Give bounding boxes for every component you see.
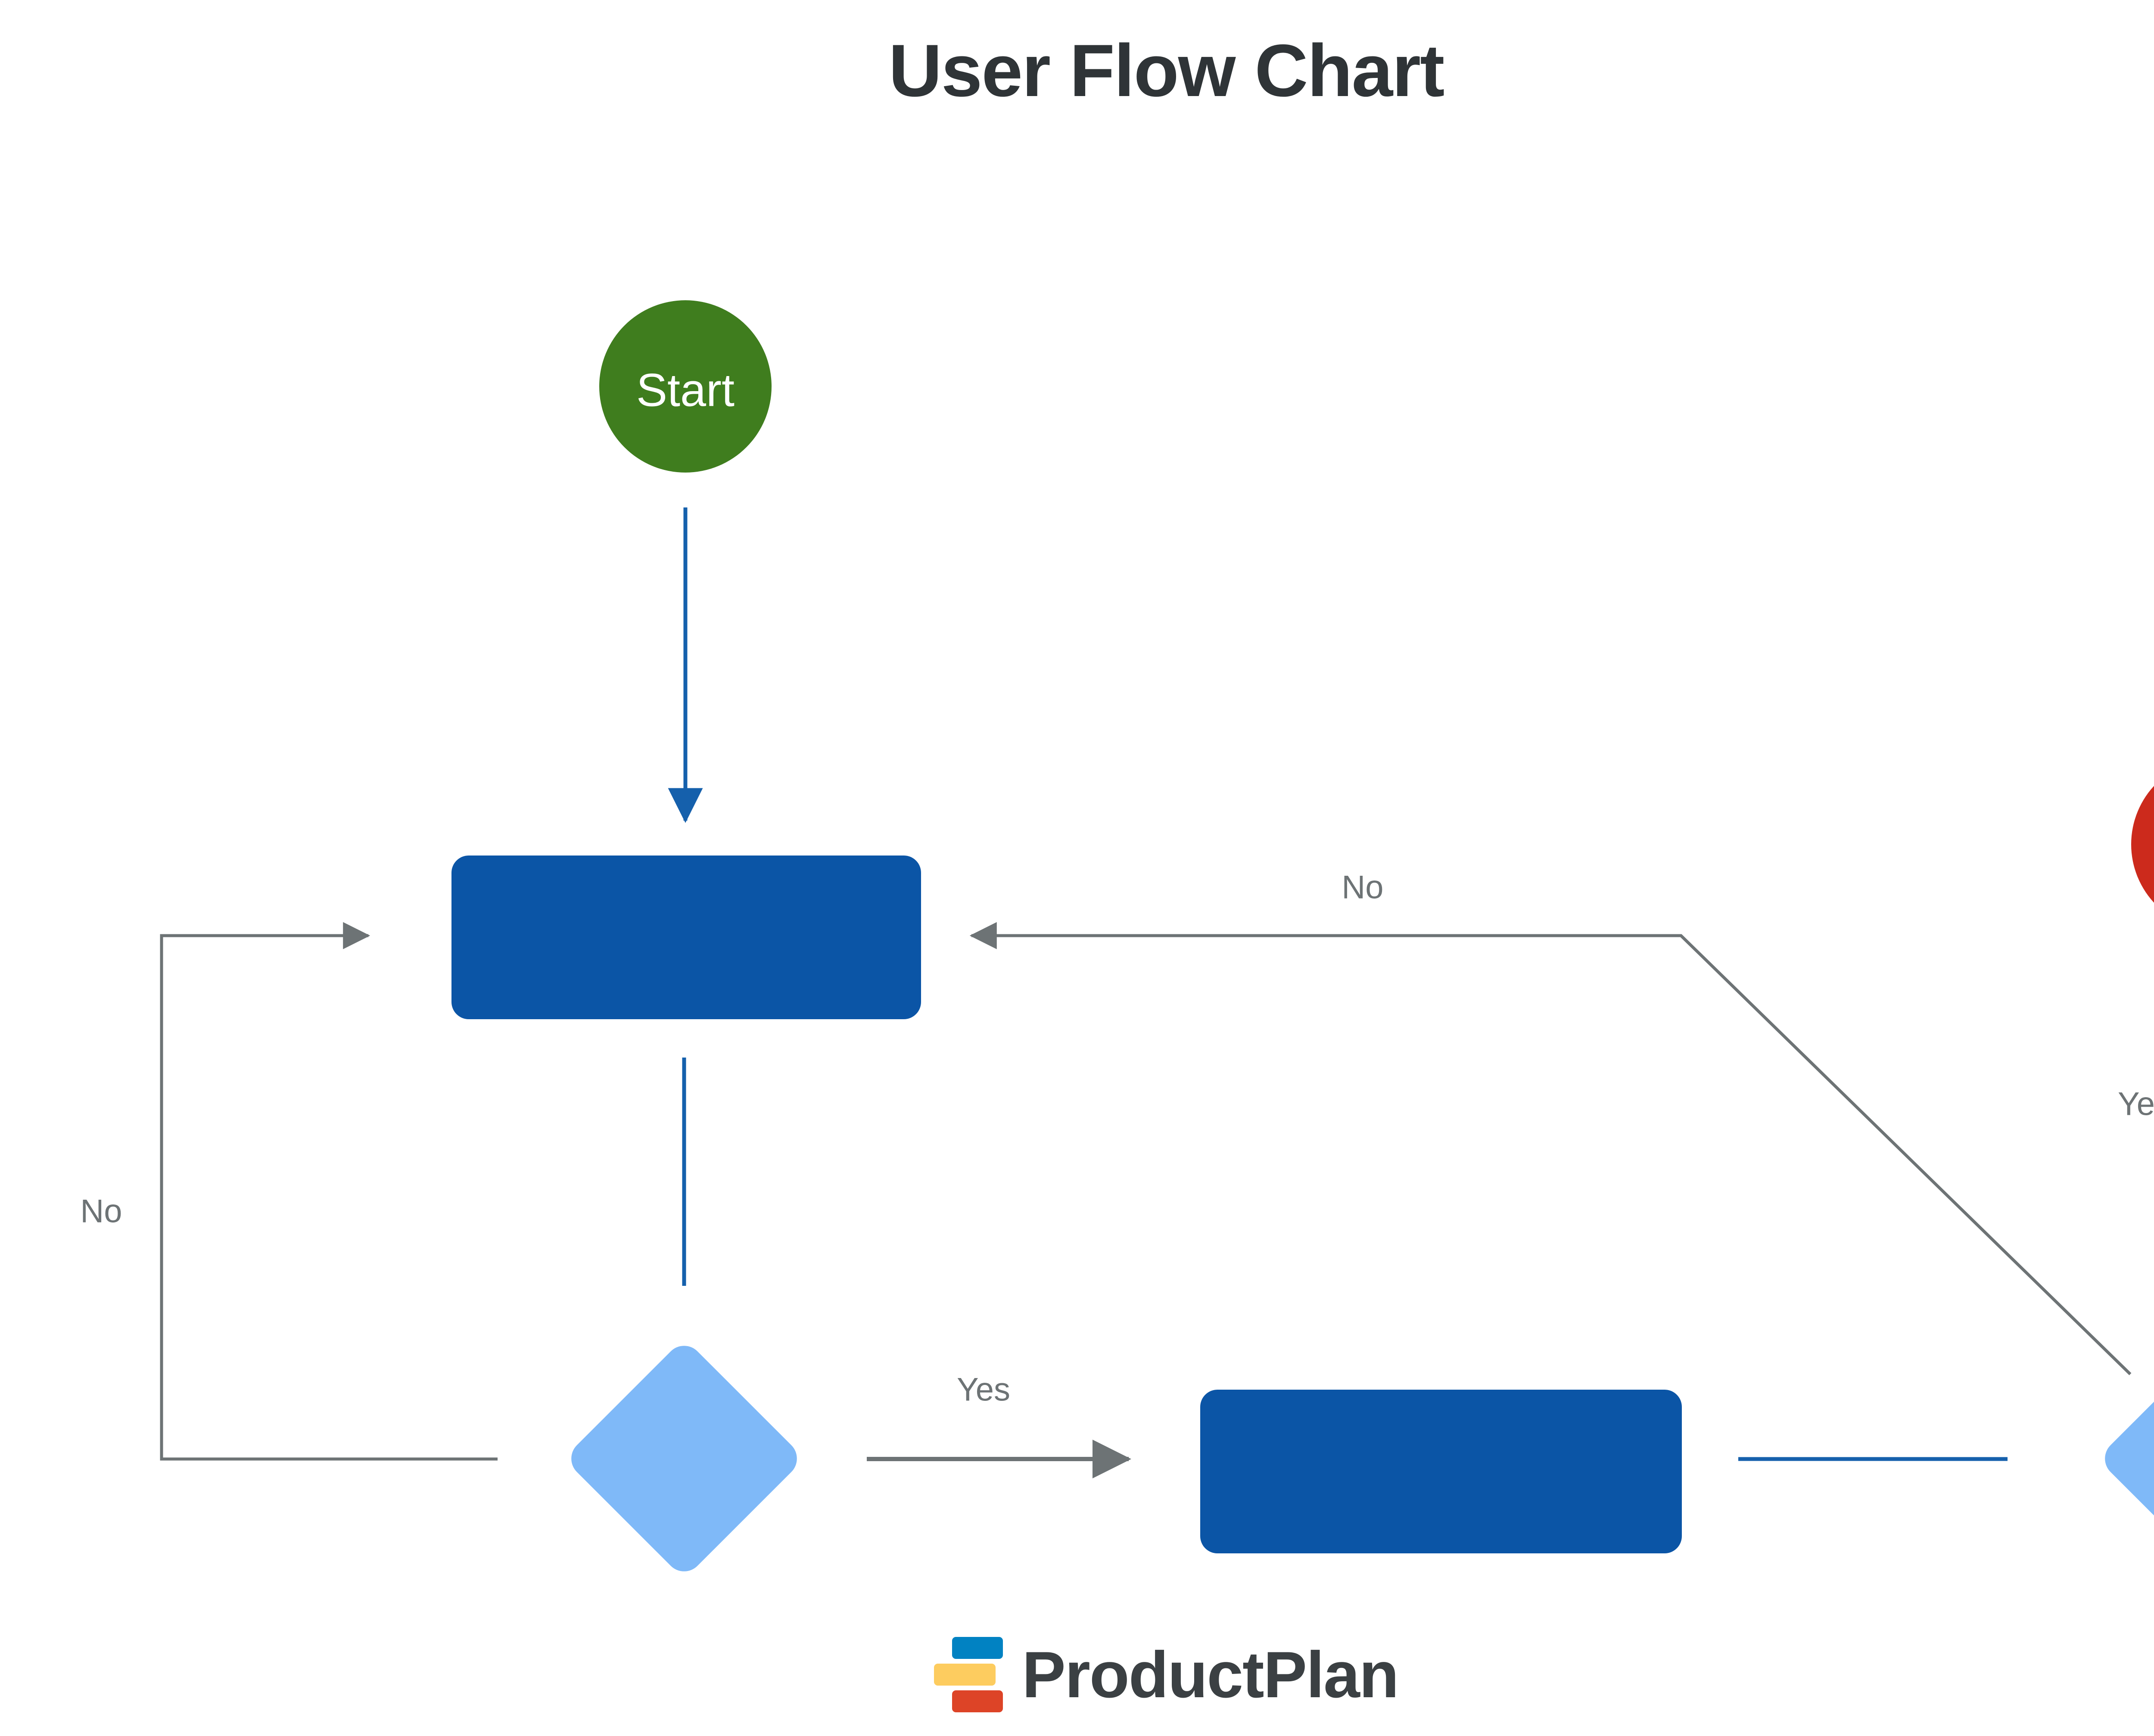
- logo-blue-bar-icon: [952, 1637, 1003, 1659]
- edge-label-no-left: No: [80, 1193, 122, 1230]
- productplan-logo: ProductPlan: [0, 1637, 2154, 1712]
- node-decision-1[interactable]: [563, 1338, 805, 1579]
- node-decision-2[interactable]: [2097, 1338, 2154, 1579]
- node-start-label: Start: [636, 364, 735, 416]
- node-end[interactable]: [2131, 758, 2154, 930]
- productplan-logo-mark: [934, 1637, 1003, 1712]
- edge-label-yes-middle: Yes: [957, 1372, 1010, 1408]
- logo-red-bar-icon: [952, 1690, 1003, 1712]
- edge-label-no-top: No: [1342, 869, 1383, 906]
- edge-label-yes-right: Yes: [2118, 1086, 2154, 1123]
- productplan-wordmark: ProductPlan: [1022, 1638, 1399, 1711]
- node-start[interactable]: [599, 300, 772, 473]
- page-title: User Flow Chart: [888, 29, 1445, 112]
- edge-decision2-to-process1: [969, 922, 2132, 1375]
- node-process-1[interactable]: [451, 856, 921, 1019]
- node-process-2[interactable]: [1200, 1390, 1682, 1553]
- edge-decision1-to-process1-loop: [160, 922, 498, 1461]
- logo-yellow-bar-icon: [934, 1664, 996, 1686]
